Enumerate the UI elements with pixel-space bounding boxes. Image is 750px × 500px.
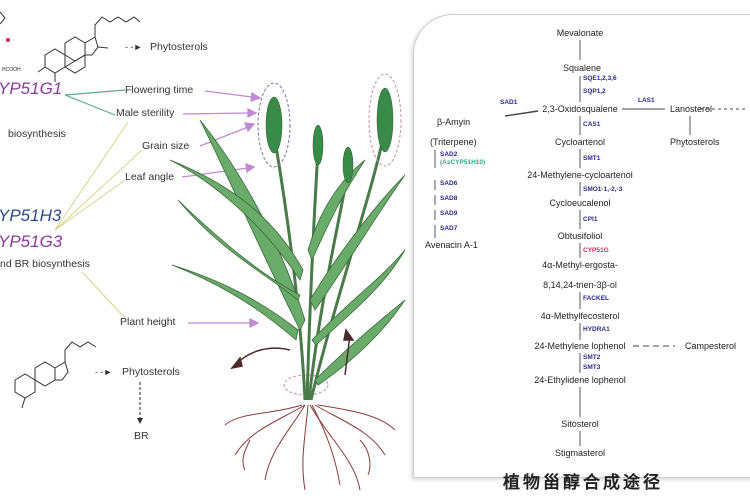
enzyme-hydra1: HYDRA1 xyxy=(583,326,610,333)
enzyme-cas1: CAS1 xyxy=(583,121,601,128)
trait-plant-height: Plant height xyxy=(120,316,176,328)
gene-cyp51g3: YP51G3 xyxy=(0,232,63,251)
br-label: BR xyxy=(134,430,149,442)
sterol-pathway-panel xyxy=(413,14,750,478)
enzyme-smo: SMO1-1,-2,-3 xyxy=(583,186,623,193)
enzyme-cyp51g: CYP51G xyxy=(583,247,609,254)
metabolite-amyrin: β-Amyin xyxy=(437,117,471,127)
svg-text:- -►: - -► xyxy=(95,367,112,377)
enzyme-smt3: SMT3 xyxy=(583,364,601,371)
pathway-caption: 植物甾醇合成途径 xyxy=(503,473,663,493)
enzyme-sqp: SQP1,2 xyxy=(583,88,606,95)
metabolite-methylene-cycloartenol: 24-Methylene-cycloartenol xyxy=(527,170,633,180)
metabolite-oxidosqualene: 2,3-Oxidosqualene xyxy=(542,104,618,114)
enzyme-sad7: SAD7 xyxy=(440,225,458,232)
metabolite-methylfecosterol: 4α-Methylfecosterol xyxy=(540,311,620,321)
enzyme-sad9: SAD9 xyxy=(440,210,458,217)
metabolite-sitosterol: Sitosterol xyxy=(561,419,599,429)
metabolite-squalene: Squalene xyxy=(562,63,602,73)
phytosterols-top-label: Phytosterols xyxy=(150,41,208,53)
enzyme-smt2: SMT2 xyxy=(583,354,601,361)
plant-illustration xyxy=(169,73,406,491)
hcooh-label: HCOOH xyxy=(2,67,21,73)
trait-leaf-angle: Leaf angle xyxy=(125,171,175,183)
metabolite-campesterol: Campesterol xyxy=(685,341,737,351)
metabolite-methylene-lophenol: 24-Methylene lophenol xyxy=(534,341,626,351)
trait-male-sterility: Male sterility xyxy=(116,107,175,119)
metabolite-ethylidene-lophenol: 24-Ethylidene lophenol xyxy=(534,375,626,385)
enzyme-fackel: FACKEL xyxy=(583,295,609,302)
enzyme-sad2: SAD2 xyxy=(440,151,458,158)
trait-flowering-time: Flowering time xyxy=(125,84,194,96)
metabolite-avenacin: Avenacin A-1 xyxy=(425,240,478,250)
enzyme-sad1: SAD1 xyxy=(500,99,518,106)
trait-grain-size: Grain size xyxy=(142,140,190,152)
svg-text:- -►: - -► xyxy=(125,42,142,52)
enzyme-sqe: SQE1,2,3,6 xyxy=(583,75,617,82)
enzyme-cpi1: CPI1 xyxy=(583,216,598,223)
enzyme-sad6: SAD6 xyxy=(440,180,458,187)
metabolite-methyl-ergosta-2: 8,14,24-trien-3β-ol xyxy=(543,280,617,290)
enzyme-las1: LAS1 xyxy=(638,97,655,104)
enzyme-sad8: SAD8 xyxy=(440,195,458,202)
metabolite-phytosterols: Phytosterols xyxy=(670,137,720,147)
sterol-structure-bottom xyxy=(14,341,97,409)
metabolite-stigmasterol: Stigmasterol xyxy=(554,448,606,458)
gene-cyp51h3: YP51H3 xyxy=(0,206,62,225)
enzyme-ascyp51h10: (AsCYP51H10) xyxy=(440,159,486,166)
metabolite-obtusifoliol: Obtusifoliol xyxy=(557,231,603,241)
metabolite-cycloeucalenol: Cycloeucalenol xyxy=(549,198,611,208)
metabolite-mevalonate: Mevalonate xyxy=(556,28,604,38)
g1-caption: biosynthesis xyxy=(8,128,66,140)
phytosterols-bottom-label: Phytosterols xyxy=(122,366,180,378)
g3-caption: nd BR biosynthesis xyxy=(0,258,90,270)
sterol-structure-top xyxy=(0,11,141,82)
metabolite-triterpene: (Triterpene) xyxy=(430,137,477,147)
metabolite-cycloartenol: Cycloartenol xyxy=(554,137,606,147)
gene-cyp51g1: YP51G1 xyxy=(0,79,63,98)
metabolite-lanosterol: Lanosterol xyxy=(670,104,713,114)
metabolite-methyl-ergosta-1: 4α-Methyl-ergosta- xyxy=(542,260,618,270)
enzyme-smt1: SMT1 xyxy=(583,155,601,162)
